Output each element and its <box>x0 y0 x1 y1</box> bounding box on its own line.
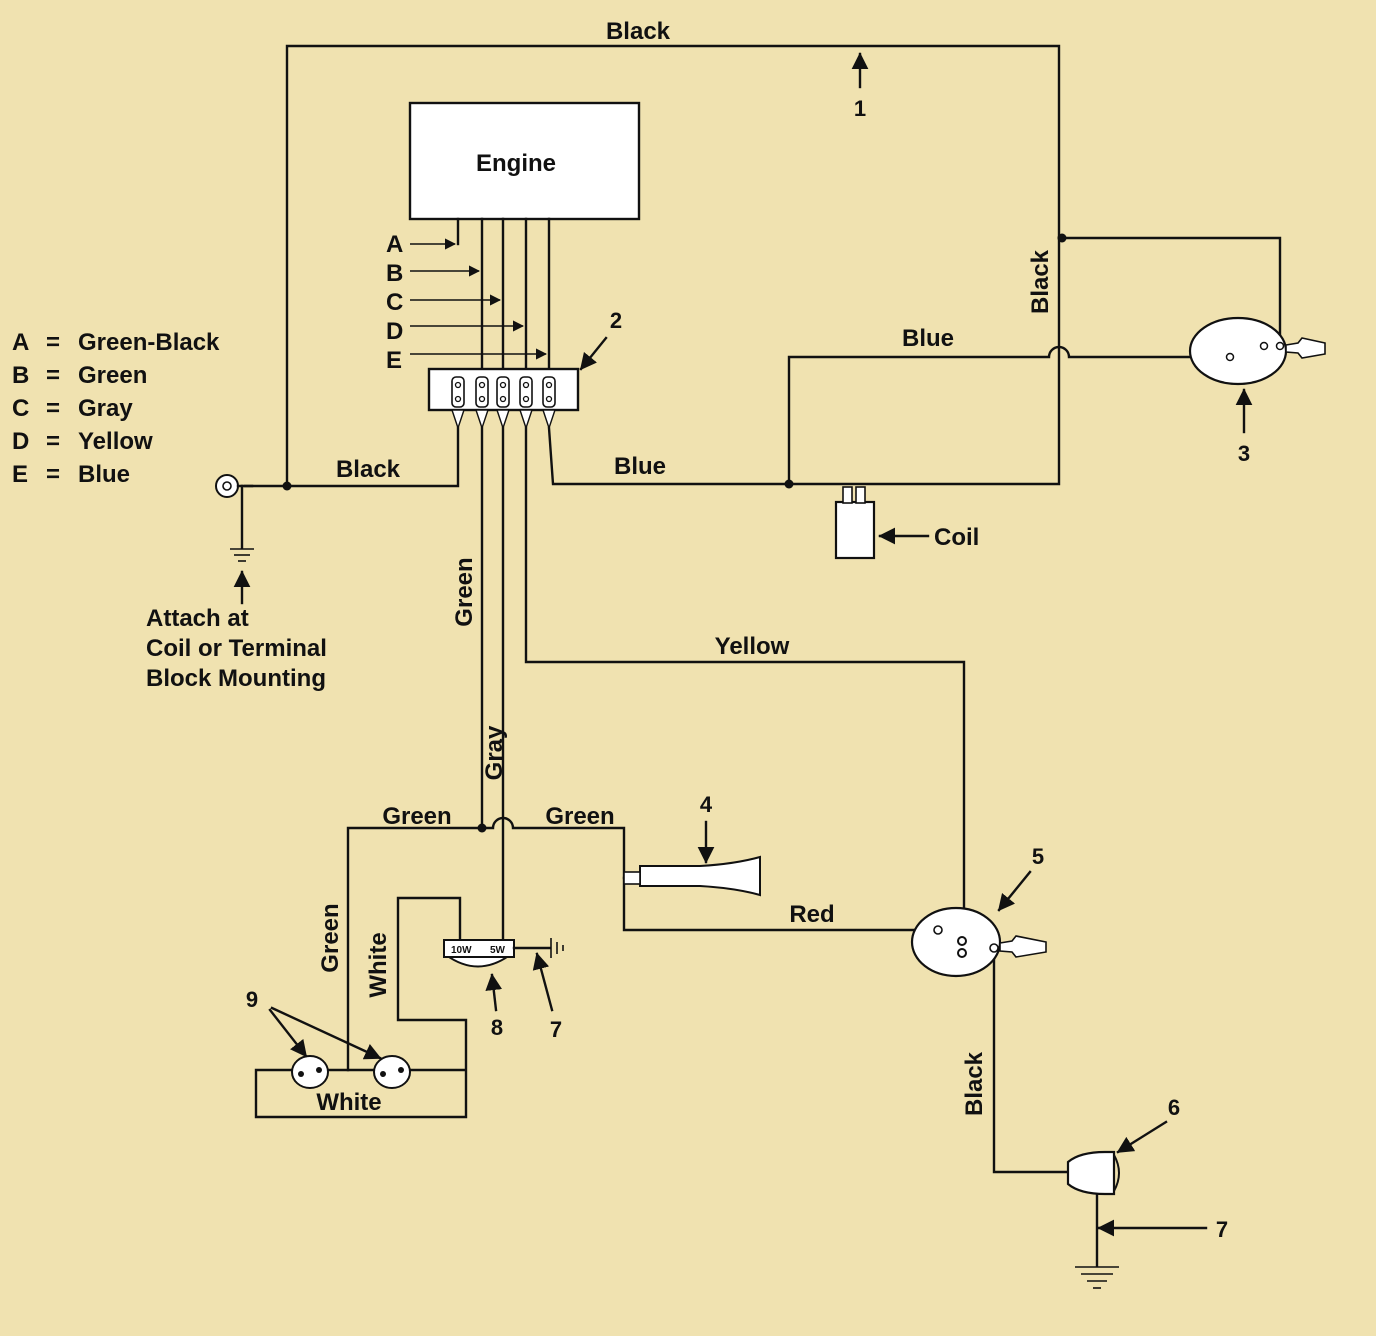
terminal-screw-d <box>519 376 533 431</box>
legend-key: B <box>12 362 29 389</box>
legend-key: A <box>12 329 29 356</box>
ignition-switch <box>1188 316 1326 386</box>
terminal-letter-d: D <box>386 318 403 345</box>
label-blue-bottom: Blue <box>614 453 666 480</box>
ground-note: Attach at Coil or Terminal Block Mountin… <box>146 605 327 692</box>
terminal-letter-a: A <box>386 231 403 258</box>
callout-5: 5 <box>1032 844 1044 869</box>
color-legend: A = Green-Black B = Green C = Gray D = Y… <box>12 329 220 488</box>
legend-key: C <box>12 395 29 422</box>
lamp-left <box>291 1055 329 1089</box>
wires <box>243 44 1282 1268</box>
lamp-right <box>373 1055 411 1089</box>
legend-eq: = <box>46 428 60 455</box>
ground-symbol-left <box>230 548 254 562</box>
ground-lug <box>215 474 254 550</box>
coil-label: Coil <box>934 524 979 551</box>
wire-red <box>622 876 940 932</box>
engine-label: Engine <box>476 150 556 177</box>
label-green-right: Green <box>545 803 614 830</box>
engine-box: Engine <box>408 101 641 221</box>
label-green-down: Green <box>317 903 344 972</box>
legend-value: Blue <box>78 461 130 488</box>
terminal-letter-c: C <box>386 289 403 316</box>
wire-yellow-d <box>524 426 966 940</box>
terminal-screw-e <box>542 376 556 431</box>
wire-black-switch <box>1057 236 1282 348</box>
ground-symbol-switch <box>550 938 564 958</box>
wire-green-right <box>480 816 642 880</box>
headlight <box>1066 1150 1120 1196</box>
callout-1: 1 <box>854 96 866 121</box>
legend-row-c: C = Gray <box>12 395 133 422</box>
legend-eq: = <box>46 461 60 488</box>
label-black-right: Black <box>1027 249 1054 314</box>
callout-9: 9 <box>246 987 258 1012</box>
light-switch: 10W 5W <box>443 939 552 968</box>
callout-3: 3 <box>1238 441 1250 466</box>
label-blue-top: Blue <box>902 325 954 352</box>
legend-eq: = <box>46 362 60 389</box>
legend-key: D <box>12 428 29 455</box>
terminal-letter-e: E <box>386 347 402 374</box>
engine-leads <box>456 217 551 374</box>
wire-white <box>254 896 468 1119</box>
legend-value: Yellow <box>78 428 153 455</box>
label-gray-vertical: Gray <box>481 725 508 780</box>
label-white-panel: White <box>316 1089 381 1116</box>
legend-value: Gray <box>78 395 133 422</box>
legend-row-b: B = Green <box>12 362 147 389</box>
terminal-letter-b: B <box>386 260 403 287</box>
ground-note-line-1: Attach at <box>146 605 249 632</box>
legend-eq: = <box>46 395 60 422</box>
legend-value: Green-Black <box>78 329 220 356</box>
ground-note-line-3: Block Mounting <box>146 665 326 692</box>
wire-labels: Black Black Black Blue Blue Green Gray Y… <box>316 18 1054 1116</box>
label-black-top: Black <box>606 18 671 45</box>
legend-row-d: D = Yellow <box>12 428 153 455</box>
label-green-left: Green <box>382 803 451 830</box>
ground-note-line-2: Coil or Terminal <box>146 635 327 662</box>
label-black-left: Black <box>336 456 401 483</box>
label-black-lower: Black <box>961 1051 988 1116</box>
callout-8: 8 <box>491 1015 503 1040</box>
legend-eq: = <box>46 329 60 356</box>
terminal-screw-c <box>496 376 510 431</box>
label-red: Red <box>789 901 834 928</box>
callout-2: 2 <box>610 308 622 333</box>
callout-numbers: 1 2 3 4 5 6 7 7 8 9 <box>246 96 1250 1242</box>
label-green-vertical: Green <box>451 557 478 626</box>
legend-key: E <box>12 461 28 488</box>
terminal-block <box>427 367 580 431</box>
switch-watt-5: 5W <box>490 945 506 956</box>
callout-6: 6 <box>1168 1095 1180 1120</box>
callout-7-headlight: 7 <box>1216 1217 1228 1242</box>
terminal-screw-b <box>475 376 489 431</box>
callout-arrows <box>268 52 1253 1237</box>
label-yellow: Yellow <box>715 633 790 660</box>
legend-value: Green <box>78 362 147 389</box>
horn <box>623 855 761 897</box>
wire-green-left <box>346 826 484 1072</box>
callout-7-switch: 7 <box>550 1017 562 1042</box>
wire-black-lower <box>992 946 1070 1174</box>
switch-watt-10: 10W <box>451 945 472 956</box>
label-white-vertical: White <box>365 932 392 997</box>
wire-blue-switch <box>787 345 1232 486</box>
wire-black-loop <box>285 44 1061 486</box>
ground-symbol-headlight <box>1075 1266 1119 1289</box>
key-switch <box>910 906 1047 978</box>
legend-row-a: A = Green-Black <box>12 329 220 356</box>
ignition-coil <box>834 486 876 560</box>
terminal-letter-arrows: A B C D E <box>386 231 548 374</box>
legend-row-e: E = Blue <box>12 461 130 488</box>
junction-dots <box>282 233 1067 833</box>
terminal-screw-a <box>451 376 465 431</box>
wire-black-ground <box>243 426 460 488</box>
callout-4: 4 <box>700 792 713 817</box>
